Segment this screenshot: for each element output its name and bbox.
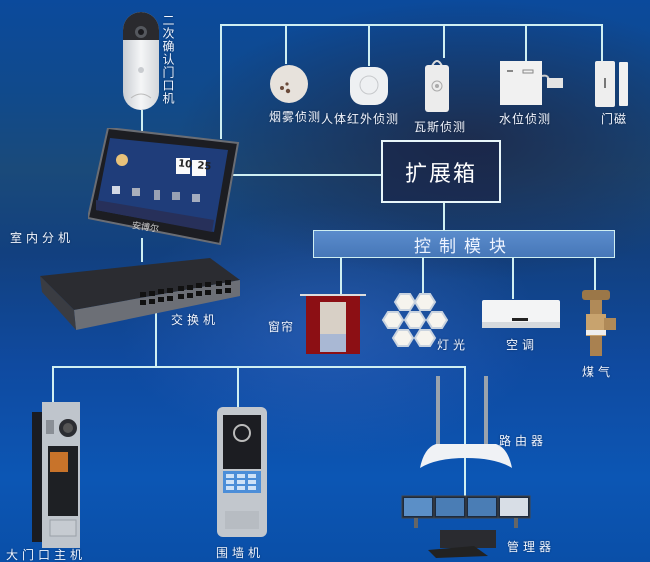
ceiling-light-icon: [380, 292, 456, 354]
expansion-box: 扩展箱: [381, 140, 501, 203]
line-main-gate: [52, 366, 54, 404]
sensor-label-pir: 人体红外侦测: [321, 112, 400, 126]
line-water: [525, 24, 527, 62]
line-doorbell-to-indoor: [141, 110, 143, 132]
wall-unit-label: 围墙机: [216, 546, 265, 560]
line-gas: [443, 24, 445, 58]
line-router: [464, 366, 466, 516]
manager-label: 管理器: [507, 540, 556, 554]
line-indoor-to-bus: [220, 24, 222, 139]
door-station-icon: [32, 402, 82, 552]
wifi-router-icon: [416, 374, 516, 474]
line-pir: [368, 24, 370, 66]
line-door-contact: [601, 24, 603, 62]
line-control-ac: [512, 257, 514, 299]
router-label: 路由器: [499, 434, 548, 448]
line-smoke: [285, 24, 287, 64]
air-conditioner-icon: [482, 300, 560, 334]
line-expand-to-control: [443, 201, 445, 230]
sensor-label-gas: 瓦斯侦测: [414, 120, 467, 134]
gas-detector-icon: [422, 56, 452, 118]
line-control-curtain: [340, 257, 342, 295]
tablet-icon: 10 25 安博尔: [86, 126, 240, 250]
actuator-label-light: 灯光: [437, 338, 470, 352]
actuator-label-gas: 煤气: [582, 365, 615, 379]
network-bus-line: [52, 366, 465, 368]
switch-label: 交换机: [171, 313, 220, 327]
actuator-label-curtain: 窗帘: [268, 320, 295, 334]
water-sensor-icon: [499, 60, 565, 110]
line-control-gas: [594, 257, 596, 291]
sensor-label-water: 水位侦测: [499, 112, 552, 126]
doorbell-label: 二次确认门口机: [161, 14, 175, 105]
smoke-detector-icon: [269, 64, 309, 108]
sensor-bus-line: [220, 24, 603, 26]
line-control-light: [422, 257, 424, 297]
actuator-label-ac: 空调: [506, 338, 539, 352]
line-switch-to-bus: [155, 312, 157, 367]
curtain-icon: [300, 294, 366, 360]
line-indoor-to-switch: [141, 238, 143, 262]
keypad-intercom-icon: [217, 407, 269, 543]
control-module: 控制模块: [313, 230, 615, 258]
doorbell-camera-icon: [121, 10, 161, 116]
gas-valve-icon: [578, 290, 618, 362]
sensor-label-smoke: 烟雾侦测: [269, 110, 322, 124]
door-contact-icon: [594, 60, 630, 112]
pir-sensor-icon: [349, 66, 389, 110]
computer-workstation-icon: [400, 494, 536, 562]
line-indoor-to-expand: [228, 174, 381, 176]
sensor-label-door-contact: 门磁: [601, 112, 628, 126]
network-switch-icon: [40, 258, 240, 334]
line-wall-unit: [237, 366, 239, 408]
indoor-unit-label: 室内分机: [10, 231, 75, 245]
main-gate-label: 大门口主机: [6, 548, 87, 562]
